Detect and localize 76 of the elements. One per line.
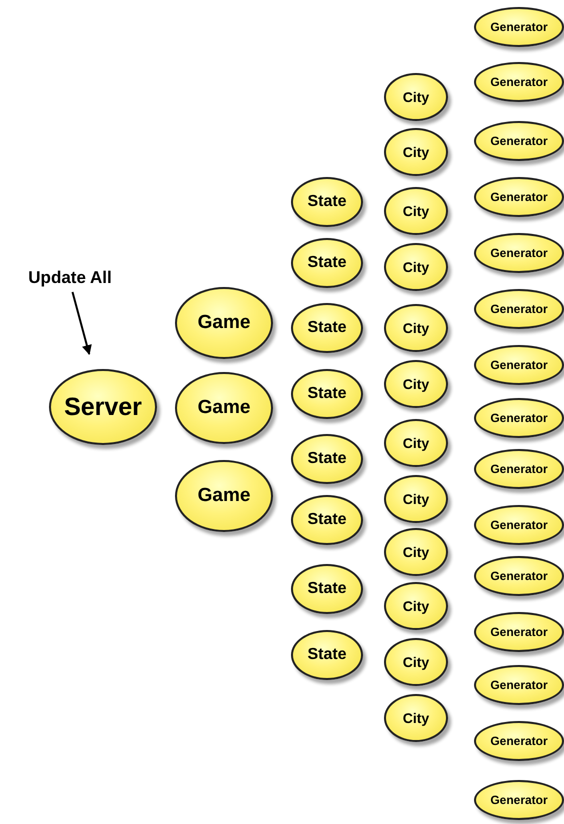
node-label: State [307,385,347,403]
node-label: Game [198,397,250,419]
ellipse-node [474,612,564,652]
node-label: City [402,544,430,560]
ellipse-node [291,630,363,680]
node-label: City [402,710,430,726]
ellipse-node [474,233,564,273]
node-label: City [402,89,430,105]
ellipse-node [291,434,363,484]
ellipse-node [291,303,363,353]
node-label: State [307,319,347,337]
ellipse-node [291,238,363,288]
node-label: Generator [490,678,548,692]
node-label: City [402,435,430,451]
node-label: Generator [490,793,548,807]
node-label: Generator [490,462,548,476]
node-label: City [402,259,430,275]
ellipse-node [474,780,564,820]
node-label: Generator [490,134,548,148]
node-label: Generator [490,734,548,748]
ellipse-node [474,556,564,596]
ellipse-node [384,694,448,742]
node-label: Generator [490,246,548,260]
node-label: State [307,254,347,272]
node-label: Generator [490,75,548,89]
node-label: State [307,511,347,529]
ellipse-node [384,475,448,523]
node-label: State [307,450,347,468]
node-label: Update All [28,268,112,288]
ellipse-node [474,289,564,329]
ellipse-node [384,187,448,235]
ellipse-node [384,638,448,686]
ellipse-node [291,495,363,545]
node-label: Generator [490,302,548,316]
node-label: City [402,491,430,507]
node-label: State [307,580,347,598]
node-label: Generator [490,358,548,372]
node-label: Generator [490,625,548,639]
node-label: Generator [490,190,548,204]
node-label: City [402,144,430,160]
ellipse-node [291,369,363,419]
ellipse-node [474,177,564,217]
ellipse-node [291,564,363,614]
node-label: State [307,193,347,211]
ellipse-node [474,665,564,705]
ellipse-node [384,304,448,352]
ellipse-node [474,121,564,161]
arrow [72,292,92,356]
ellipse-node [384,243,448,291]
node-label: Generator [490,411,548,425]
node-label: Generator [490,20,548,34]
ellipse-node [384,128,448,176]
node-label: City [402,654,430,670]
ellipse-node [384,360,448,408]
node-label: Generator [490,569,548,583]
node-label: City [402,598,430,614]
node-label: City [402,203,430,219]
ellipse-node [384,419,448,467]
ellipse-node [474,449,564,489]
node-label: Game [198,312,250,334]
ellipse-node [384,582,448,630]
ellipse-node [291,177,363,227]
ellipse-node [384,73,448,121]
ellipse-node [474,398,564,438]
ellipse-node [474,721,564,761]
node-label: Server [64,392,142,422]
node-label: Generator [490,518,548,532]
ellipse-node [474,505,564,545]
node-label: State [307,646,347,664]
ellipse-node [474,62,564,102]
node-label: City [402,376,430,392]
ellipse-node [474,7,564,47]
ellipse-node [384,528,448,576]
node-label: City [402,320,430,336]
ellipse-node [474,345,564,385]
node-label: Game [198,485,250,507]
